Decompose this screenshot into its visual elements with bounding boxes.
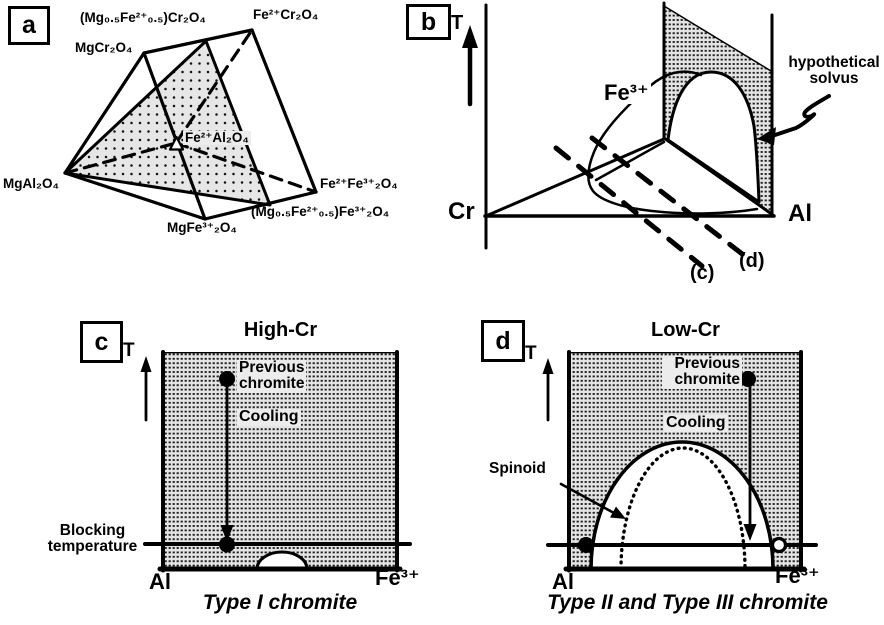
cooling-label: Cooling [664,414,728,432]
panel-c-letter: c [80,321,123,363]
cooling-arrow [743,384,757,541]
hypothetical-solvus-note-line1: hypothetical [788,54,880,71]
temperature-axis-arrow [140,356,152,422]
section-c-label: (c) [690,262,715,284]
hypothetical-solvus-note: hypothetical solvus [786,54,882,88]
al-rich-exsolved-point [578,537,594,553]
al-apex-label: Al [788,200,812,227]
shaded-slice-plane [63,39,272,207]
hidden-edges-dashed [63,28,318,194]
formula-hercynite: Fe²⁺Al₂O₄ [183,130,251,146]
panel-a-letter: a [8,6,50,45]
formula-chromite: Fe²⁺Cr₂O₄ [253,7,319,22]
panel-b-letter: b [406,4,451,40]
solvus-dome-2d [666,70,761,204]
cooling-label: Cooling [237,408,301,426]
formula-spinel: MgAl₂O₄ [3,176,59,191]
formula-mg-half-magnetite: (Mg₀.₅Fe²⁺₀.₅)Fe³⁺₂O₄ [251,204,390,219]
cr-apex-label: Cr [448,198,475,225]
panel-d-letter: d [481,320,525,362]
fe3-apex-label: Fe³⁺ [602,80,651,105]
fe3-al-base-edge [662,136,775,217]
plane-top-edge [663,5,772,72]
prism-edges [63,28,318,221]
blocked-composition-point [219,536,235,553]
small-solvus-dome [255,550,309,571]
panel-b-graphics [462,1,831,269]
hypothetical-solvus-note-line2: solvus [809,70,859,88]
section-d-label: (d) [739,250,765,272]
al-endmember-label: Al [552,569,574,594]
spinodal-pointer-arrow [559,482,626,519]
blocking-temperature-line1: Blocking [59,522,126,539]
fe3-endmember-label: Fe³⁺ [775,563,820,588]
panel-c-title: High-Cr [243,319,318,341]
previous-chromite-point [740,371,756,387]
formula-mg-half-chromite: (Mg₀.₅Fe²⁺₀.₅)Cr₂O₄ [80,10,206,25]
previous-chromite-point [219,371,235,387]
previous-chromite-line1: Previous [239,359,305,376]
spinodal-curve [619,446,747,571]
panel-d-title: Low-Cr [651,319,720,341]
solvus-dome [589,440,775,571]
previous-chromite-line1: Previous [674,355,740,372]
temperature-axis-label: T [525,343,537,364]
previous-chromite-line2: chromite [674,371,740,389]
panel-d-graphics [542,350,818,573]
temperature-axis-arrow [462,25,478,107]
section-line-d [589,135,753,263]
temperature-axis-label: T [451,12,464,34]
previous-chromite-line2: chromite [239,375,305,393]
section-line-c [553,145,705,269]
al-endmember-label: Al [149,569,171,594]
panel-c-caption: Type I chromite [202,591,358,614]
fe3-endmember-label: Fe³⁺ [375,565,420,590]
spinodal-label: Spinoid [489,460,546,477]
formula-magnetite: Fe²⁺Fe³⁺₂O₄ [320,176,398,191]
cooling-arrow [220,382,234,542]
cr-fe3-edge [484,137,666,218]
panel-a-graphics [63,28,318,221]
previous-chromite-label: Previous chromite [662,355,742,389]
blocking-temperature-line2: temperature [47,538,138,556]
dome-near-edge [594,140,666,182]
blocking-temperature-label: Blocking temperature [40,522,145,556]
formula-magnesiochromite: MgCr₂O₄ [75,40,133,55]
fe3-rich-exsolved-point [770,536,788,554]
formula-magnesioferrite: MgFe³⁺₂O₄ [167,220,237,235]
panel-d-caption: Type II and Type III chromite [547,591,828,614]
previous-chromite-label: Previous chromite [237,359,307,393]
hercynite-triangle-marker [168,135,185,151]
temperature-axis-arrow [542,358,554,422]
hypothetical-solvus-arrow [757,94,831,145]
temperature-axis-label: T [123,340,135,361]
